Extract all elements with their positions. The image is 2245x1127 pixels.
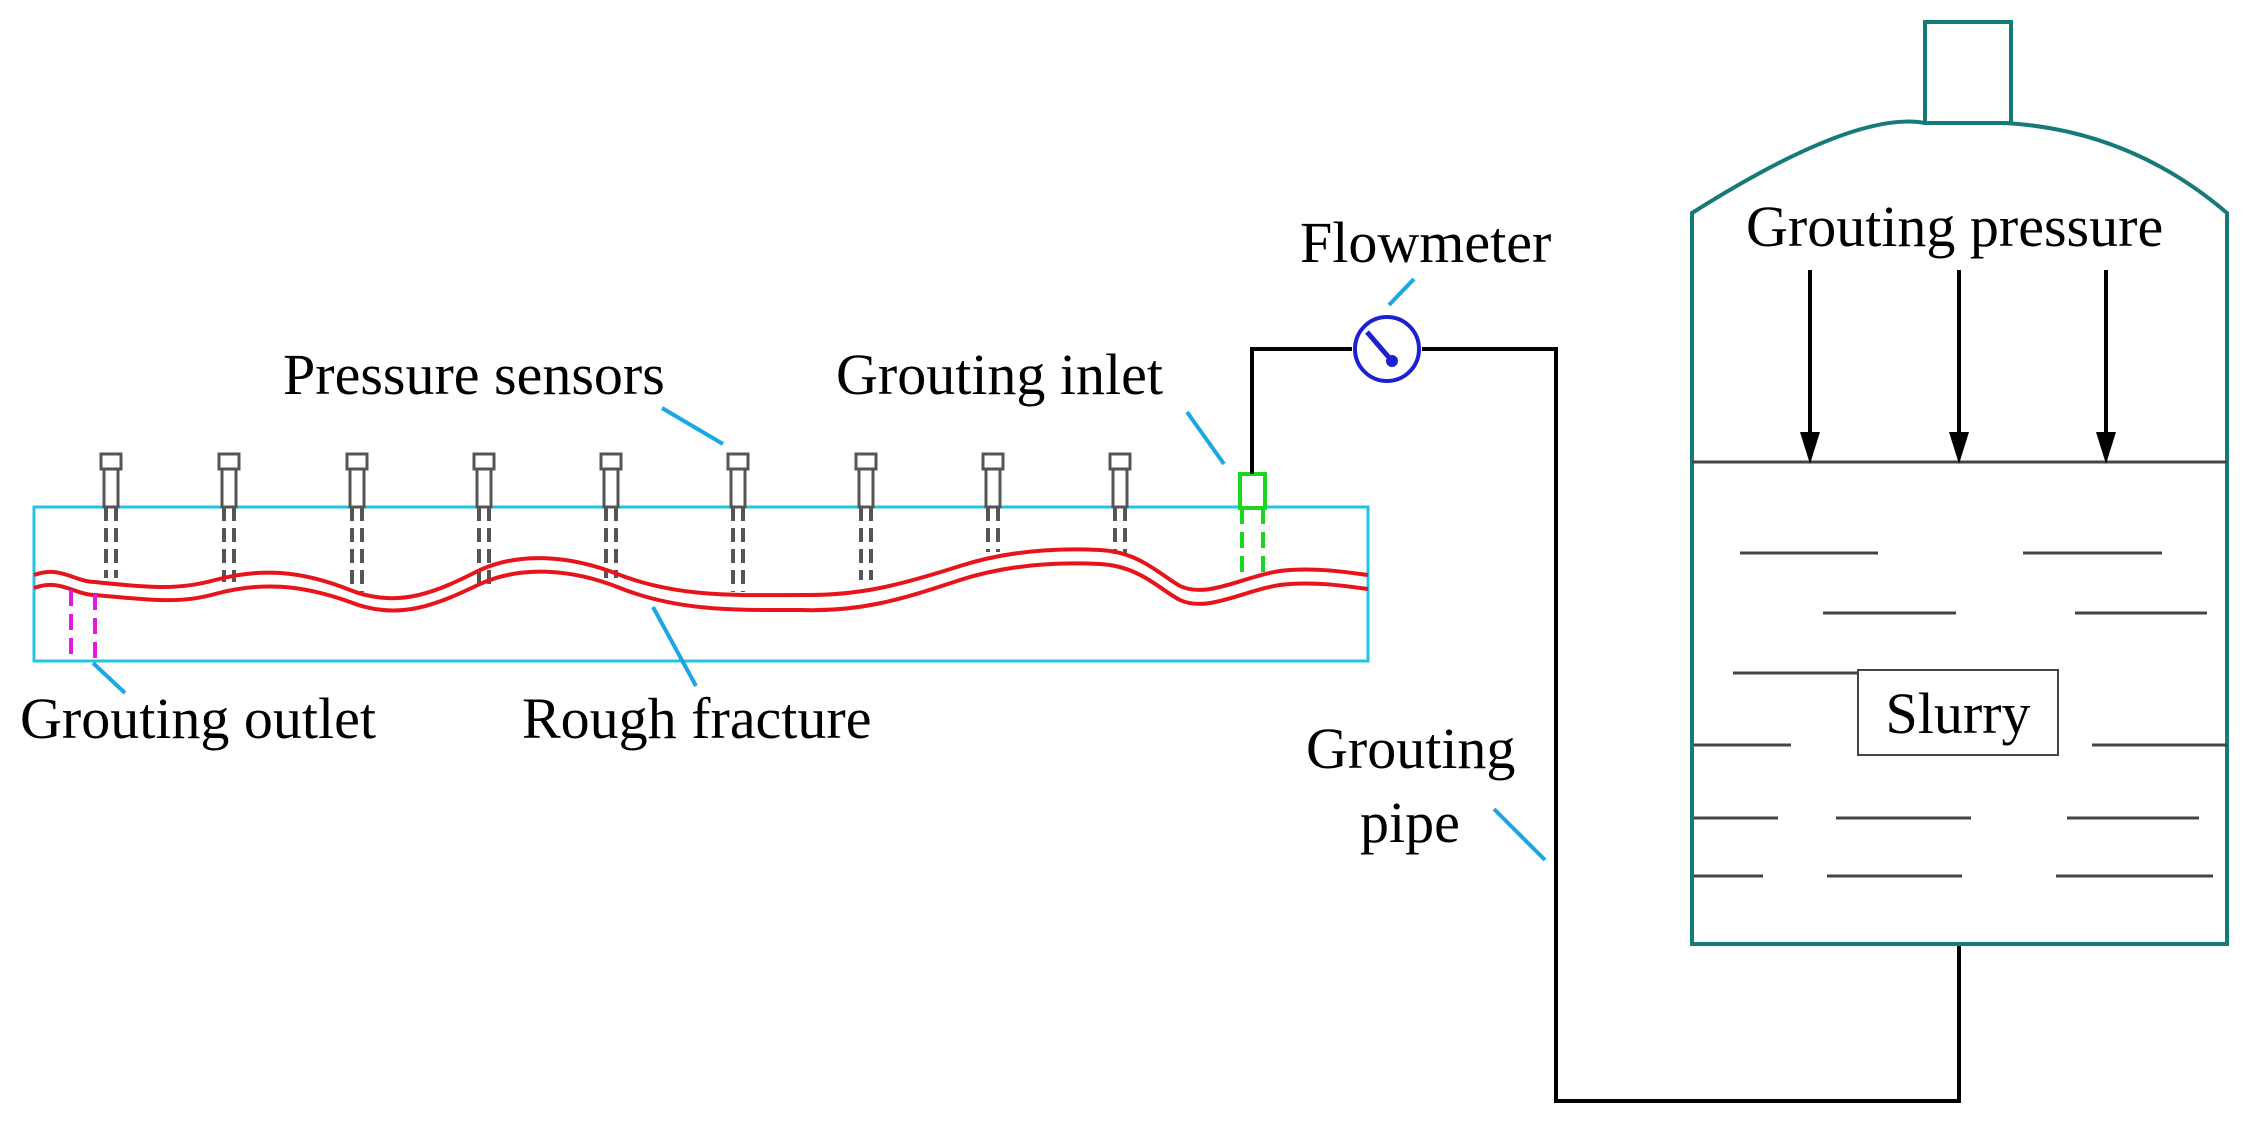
pressure-sensor-icon — [1108, 452, 1132, 554]
slurry-hatch-lines — [1694, 551, 2227, 878]
flowmeter-label: Flowmeter — [1300, 210, 1551, 275]
leader-lines — [91, 277, 1547, 862]
rough-fracture-upper-surface — [33, 547, 1369, 601]
pressure-sensor-icon — [345, 452, 369, 592]
grouting-inlet-cap — [1238, 472, 1267, 510]
slurry-label: Slurry — [1886, 681, 2031, 746]
pressure-sensor-icon — [854, 452, 878, 580]
pressure-sensors — [99, 452, 1132, 592]
leader-grouting-pipe — [1492, 807, 1547, 862]
pressure-sensor-icon — [726, 452, 750, 592]
pressure-sensor-icon — [472, 452, 496, 588]
leader-grouting-inlet — [1185, 410, 1226, 466]
pressure-sensors-label: Pressure sensors — [283, 342, 665, 407]
grouting-pipe-label-line1: Grouting — [1306, 716, 1515, 781]
grouting-pressure-label: Grouting pressure — [1746, 194, 2163, 259]
pressure-sensor-icon — [599, 452, 623, 578]
leader-pressure-sensors — [660, 406, 725, 446]
rough-fracture-lower-surface — [33, 561, 1369, 613]
tank-top-cap — [1923, 20, 2013, 125]
leader-flowmeter — [1387, 277, 1416, 307]
grouting-pipe-to-tank — [1422, 347, 1961, 1103]
rough-fracture-label: Rough fracture — [522, 686, 871, 751]
grouting-pipe-to-flowmeter — [1250, 347, 1352, 474]
pressure-sensor-icon — [99, 452, 123, 578]
leader-rough-fracture — [651, 606, 698, 687]
pressure-sensor-icon — [217, 452, 241, 582]
leader-grouting-outlet — [91, 661, 127, 695]
specimen-box — [32, 505, 1370, 663]
grouting-pipe-label-line2: pipe — [1360, 790, 1460, 855]
grouting-inlet-label: Grouting inlet — [836, 342, 1163, 407]
grouting-pressure-arrows — [1800, 270, 2116, 464]
pressure-sensor-icon — [981, 452, 1005, 552]
slurry-label-box — [1857, 669, 2059, 756]
grouting-outlet-label: Grouting outlet — [20, 686, 376, 751]
flowmeter-gauge-icon — [1353, 315, 1421, 383]
